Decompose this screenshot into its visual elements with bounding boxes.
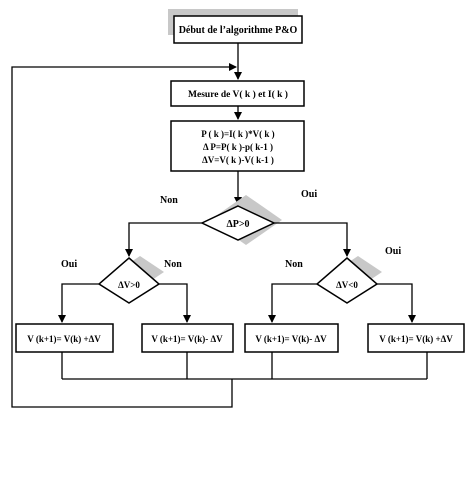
label-main-yes: Oui xyxy=(301,189,317,200)
measure-box: Mesure de V( k ) et I( k ) xyxy=(170,80,305,107)
decision-left-label: ΔV>0 xyxy=(118,280,140,290)
start-box: Début de l’algorithme P&O xyxy=(168,9,303,44)
connector-main-yes xyxy=(274,222,351,257)
output-box-3: V (k+1)= V(k)- ΔV xyxy=(244,323,339,353)
output-box-2: V (k+1)= V(k)- ΔV xyxy=(141,323,234,353)
label-right-yes: Oui xyxy=(385,246,401,257)
decision-main: ΔP>0 xyxy=(200,195,282,245)
output-label-4: V (k+1)= V(k) +ΔV xyxy=(379,334,453,344)
output-label-3: V (k+1)= V(k)- ΔV xyxy=(255,334,327,344)
output-label-1: V (k+1)= V(k) +ΔV xyxy=(27,334,101,344)
compute-line-3: ΔV=V( k )-V( k-1 ) xyxy=(202,155,274,165)
label-left-yes: Oui xyxy=(61,259,77,270)
measure-label: Mesure de V( k ) et I( k ) xyxy=(188,89,288,100)
compute-line-1: P ( k )=I( k )*V( k ) xyxy=(201,129,274,139)
start-label: Début de l’algorithme P&O xyxy=(179,25,298,36)
label-left-no: Non xyxy=(164,259,182,270)
return-loop xyxy=(11,63,237,408)
connector-right-yes xyxy=(377,283,416,323)
decision-main-label: ΔP>0 xyxy=(226,219,249,230)
label-right-no: Non xyxy=(285,259,303,270)
decision-right: ΔV<0 xyxy=(315,256,382,304)
decision-left: ΔV>0 xyxy=(97,256,164,304)
connector-main-no xyxy=(125,222,202,257)
compute-box: P ( k )=I( k )*V( k ) Δ P=P( k )-p( k-1 … xyxy=(170,120,305,172)
decision-right-label: ΔV<0 xyxy=(336,280,358,290)
label-main-no: Non xyxy=(160,195,178,206)
connector-right-no xyxy=(268,283,317,323)
output-box-4: V (k+1)= V(k) +ΔV xyxy=(367,323,465,353)
connector-left-yes xyxy=(58,283,99,323)
connector-left-no xyxy=(159,283,191,323)
compute-line-2: Δ P=P( k )-p( k-1 ) xyxy=(203,142,273,152)
output-box-1: V (k+1)= V(k) +ΔV xyxy=(15,323,114,353)
output-label-2: V (k+1)= V(k)- ΔV xyxy=(151,334,223,344)
